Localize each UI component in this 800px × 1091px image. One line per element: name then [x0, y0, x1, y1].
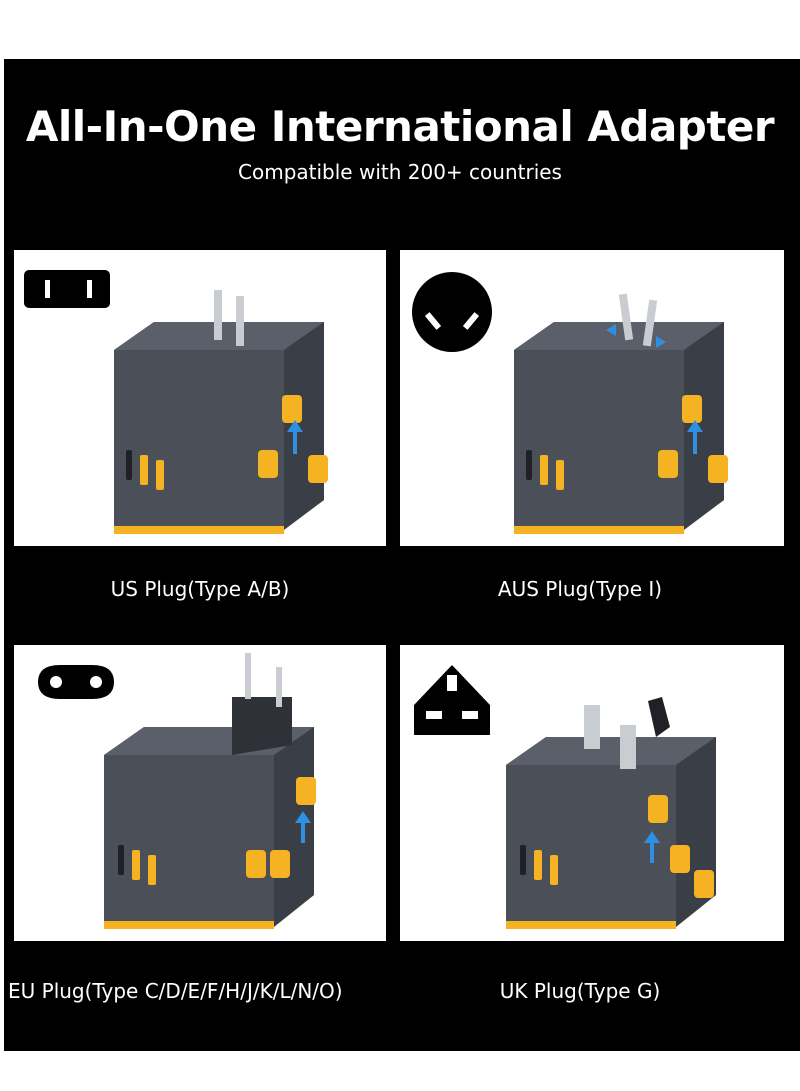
- adapter-image: [104, 653, 316, 929]
- adapter-image: [114, 290, 328, 534]
- eu-socket-icon: [38, 665, 114, 699]
- us-plug-caption: US Plug(Type A/B): [110, 577, 290, 601]
- adapter-image: [514, 293, 728, 534]
- uk-plug-card: [400, 645, 784, 941]
- aus-socket-icon: [412, 272, 492, 352]
- eu-plug-caption: EU Plug(Type C/D/E/F/H/J/K/L/N/O): [8, 979, 343, 1003]
- adapter-image: [506, 697, 716, 929]
- aus-plug-card: [400, 250, 784, 546]
- uk-plug-caption: UK Plug(Type G): [499, 979, 661, 1003]
- uk-socket-icon: [414, 665, 490, 735]
- us-plug-card: [14, 250, 386, 546]
- aus-plug-caption: AUS Plug(Type I): [497, 577, 663, 601]
- page-subtitle: Compatible with 200+ countries: [238, 160, 562, 184]
- eu-plug-card: [14, 645, 386, 941]
- us-socket-icon: [24, 270, 110, 308]
- page-title: All-In-One International Adapter: [25, 102, 775, 151]
